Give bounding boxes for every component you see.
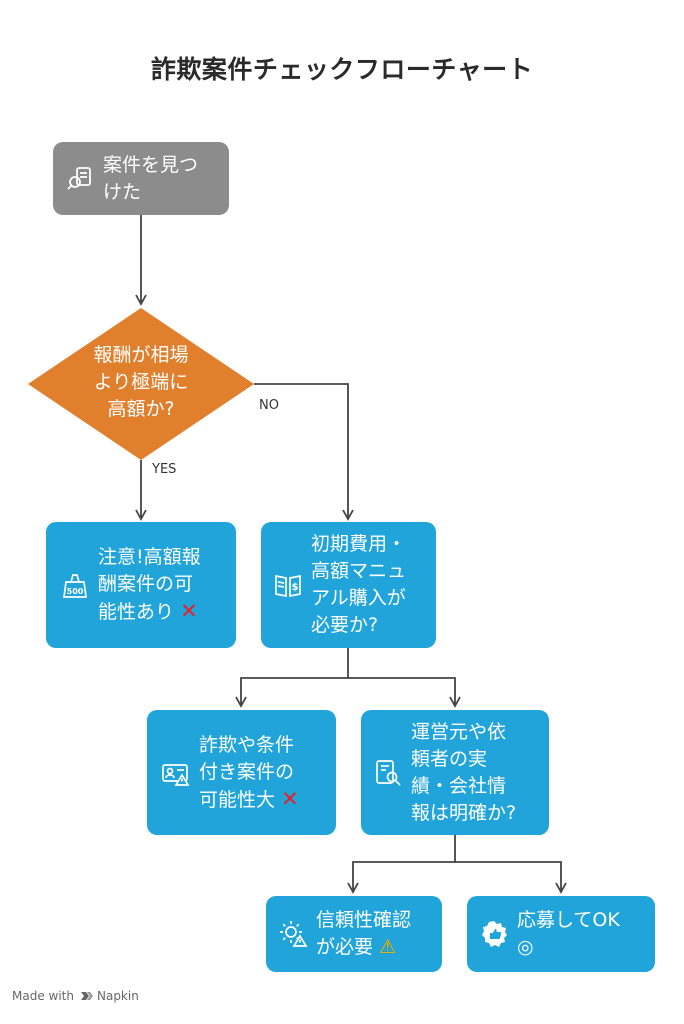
ok-apply-node: 応募してOK ◎ [467, 896, 655, 972]
made-with-text: Made with [12, 989, 74, 1003]
edge-company-to-verify [347, 835, 456, 894]
napkin-brand: Napkin [78, 989, 139, 1003]
warning-high-reward-text: 注意!高額報 酬案件の可 能性あり [98, 546, 201, 623]
napkin-logo-icon [80, 992, 93, 1000]
money-bag-500-icon: 500 [60, 570, 90, 600]
decision-reward: 報酬が相場 より極端に 高額か? [28, 308, 254, 460]
edge-label-yes: YES [152, 462, 177, 477]
edge-reward-no [254, 383, 354, 521]
fraud-likely-node: 詐欺や条件 付き案件の 可能性大 ✕ [147, 710, 336, 835]
start-node: 案件を見つ けた [53, 142, 229, 215]
start-node-text: 案件を見つ けた [103, 153, 199, 203]
manual-book-icon: $ [273, 570, 303, 600]
warning-sign-icon: ⚠ [379, 936, 397, 958]
edge-fee-to-fraud [235, 648, 349, 708]
thumbs-up-icon [479, 919, 509, 949]
id-card-warning-icon [161, 758, 191, 788]
x-mark-icon: ✕ [180, 599, 198, 623]
svg-text:500: 500 [67, 587, 84, 596]
napkin-brand-text: Napkin [96, 989, 139, 1003]
warning-high-reward-node: 500 注意!高額報 酬案件の可 能性あり ✕ [46, 522, 236, 648]
document-search-icon [373, 758, 403, 788]
x-mark-icon: ✕ [281, 786, 299, 811]
svg-text:$: $ [292, 582, 299, 593]
edge-label-no: NO [259, 398, 279, 413]
footer-credit: Made with Napkin [12, 989, 139, 1003]
ok-apply-text: 応募してOK ◎ [517, 909, 620, 958]
edge-fee-to-company [348, 677, 461, 708]
decision-reward-text: 報酬が相場 より極端に 高額か? [93, 344, 189, 420]
decision-company-node: 運営元や依 頼者の実 績・会社情 報は明確か? [361, 710, 549, 835]
search-document-icon [65, 164, 95, 194]
decision-fee-node: $ 初期費用・ 高額マニュ アル購入が 必要か? [261, 522, 436, 648]
decision-company-text: 運営元や依 頼者の実 績・会社情 報は明確か? [411, 720, 517, 824]
edge-company-to-ok [455, 861, 567, 894]
page-title: 詐欺案件チェックフローチャート [150, 55, 534, 84]
decision-fee-text: 初期費用・ 高額マニュ アル購入が 必要か? [311, 533, 407, 636]
need-verify-node: 信頼性確認 が必要 ⚠ [266, 896, 442, 972]
gear-warning-icon [278, 919, 308, 949]
fraud-likely-text: 詐欺や条件 付き案件の 可能性大 [199, 733, 295, 811]
need-verify-text: 信頼性確認 が必要 [316, 909, 412, 958]
